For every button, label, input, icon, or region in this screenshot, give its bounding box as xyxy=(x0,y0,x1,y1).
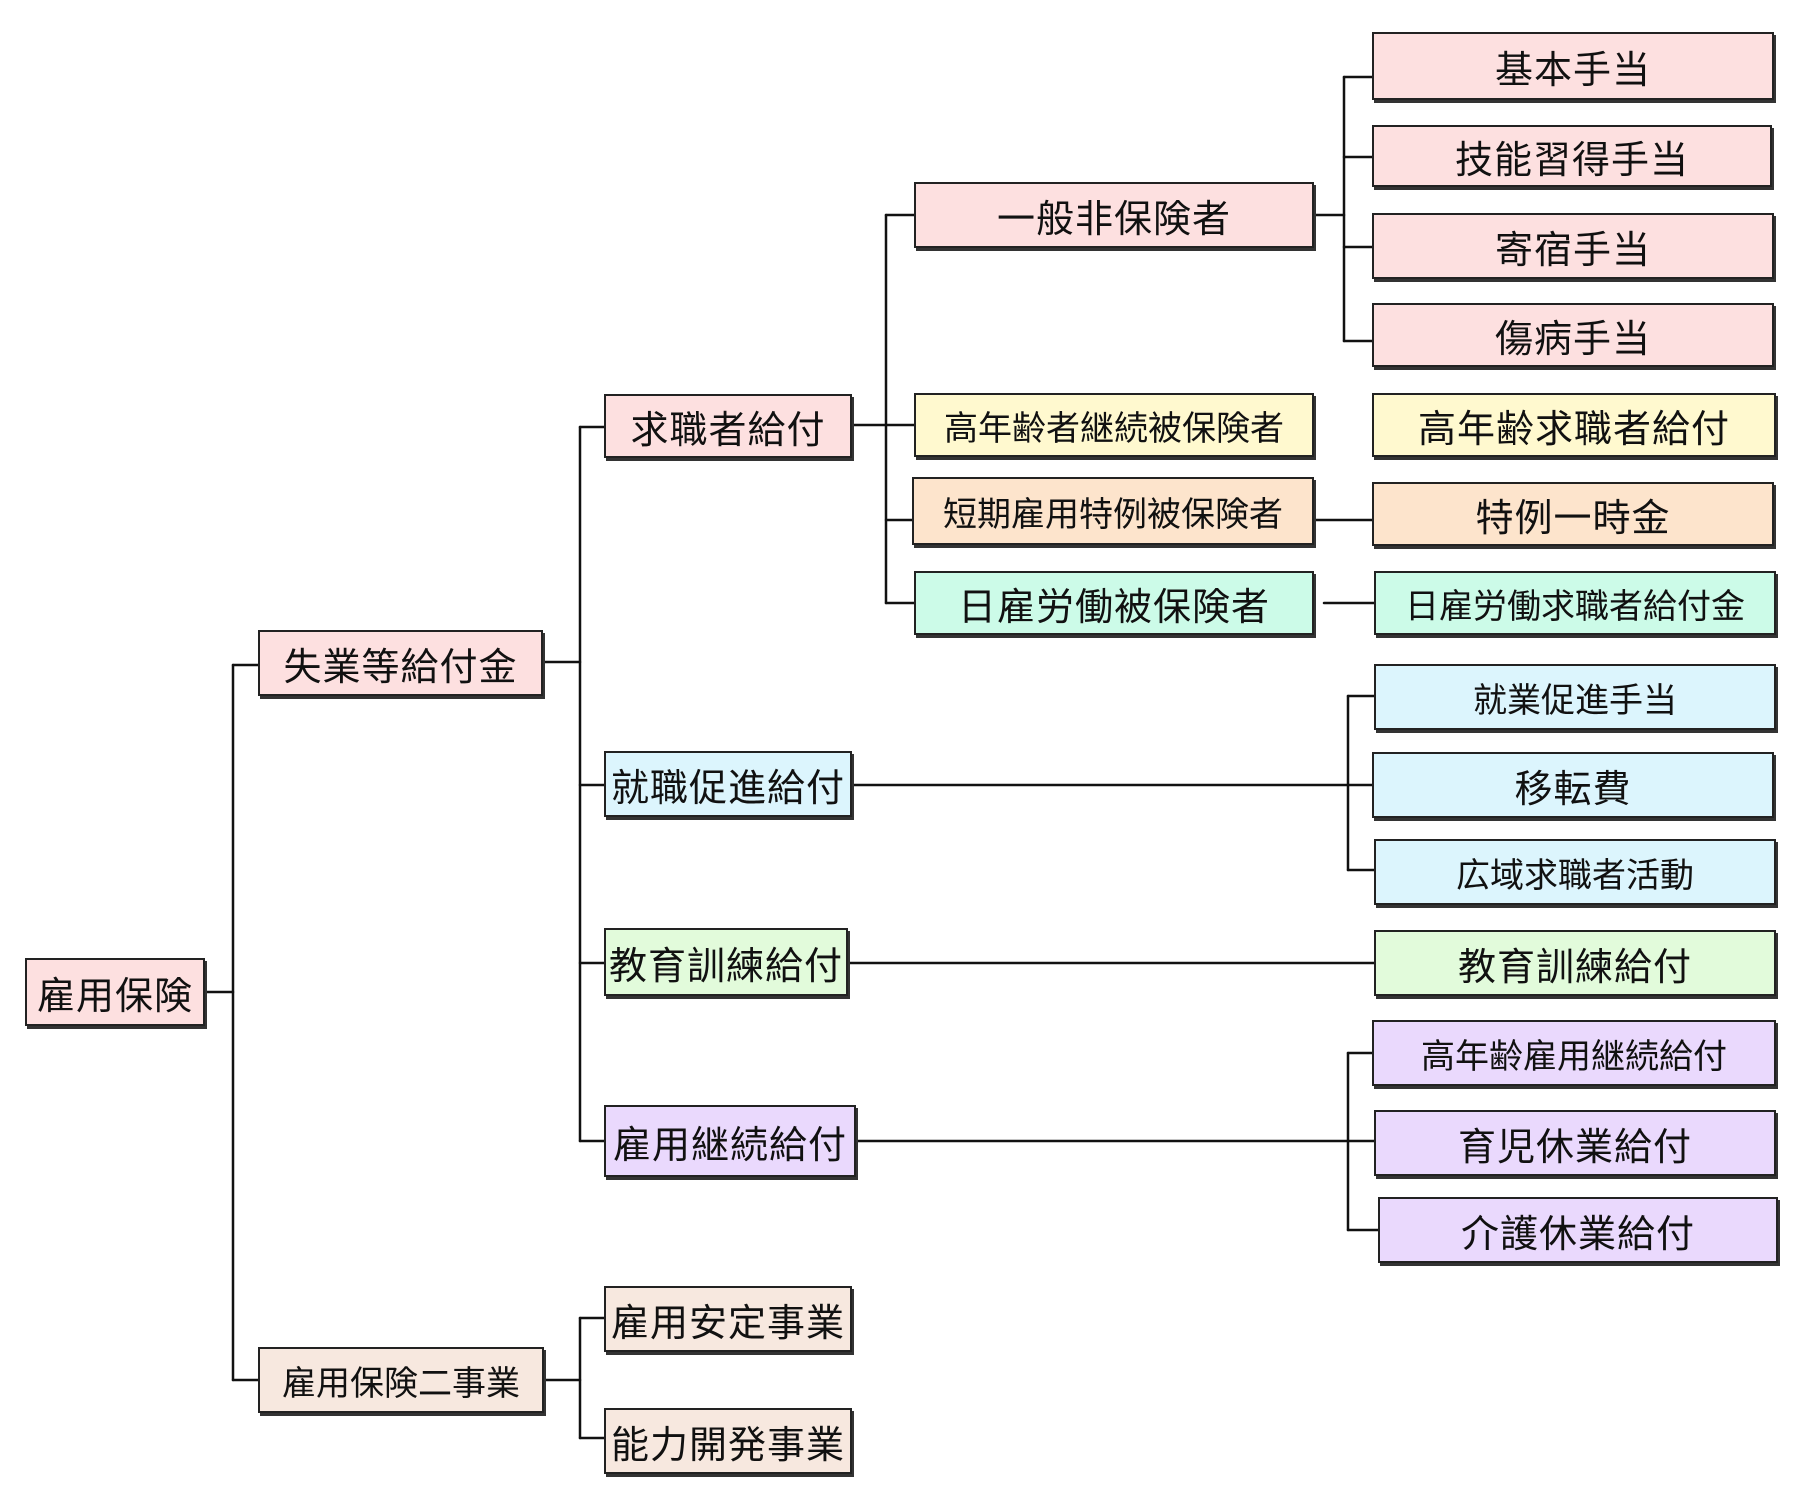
node-day-laborer-insured: 日雇労働被保険者 xyxy=(914,571,1314,635)
node-capability-development: 能力開発事業 xyxy=(604,1408,852,1474)
node-elderly-insured: 高年齢者継続被保険者 xyxy=(914,393,1314,457)
node-childcare-leave-benefit: 育児休業給付 xyxy=(1374,1110,1776,1176)
node-unemployment-benefits: 失業等給付金 xyxy=(258,630,543,696)
node-elderly-benefit: 高年齢求職者給付 xyxy=(1372,393,1776,457)
node-relocation-expenses: 移転費 xyxy=(1372,752,1774,818)
node-sickness-allowance: 傷病手当 xyxy=(1372,303,1774,367)
node-general-insured: 一般非保険者 xyxy=(914,182,1314,248)
node-employment-continuation: 雇用継続給付 xyxy=(604,1105,856,1177)
node-skill-allowance: 技能習得手当 xyxy=(1372,125,1772,187)
node-short-term-insured: 短期雇用特例被保険者 xyxy=(912,477,1314,545)
node-employment-stabilization: 雇用安定事業 xyxy=(604,1286,852,1352)
node-education-training: 教育訓練給付 xyxy=(604,928,848,996)
node-employment-promotion-allowance: 就業促進手当 xyxy=(1374,664,1776,730)
node-education-training-benefit: 教育訓練給付 xyxy=(1374,930,1776,996)
node-special-lump-sum: 特例一時金 xyxy=(1372,482,1774,546)
node-day-laborer-benefit: 日雇労働求職者給付金 xyxy=(1374,571,1776,635)
node-basic-allowance: 基本手当 xyxy=(1372,32,1774,100)
node-wide-area-job-search: 広域求職者活動 xyxy=(1374,839,1776,905)
node-two-programs: 雇用保険二事業 xyxy=(258,1347,544,1413)
node-root: 雇用保険 xyxy=(25,958,205,1026)
node-reemployment-promotion: 就職促進給付 xyxy=(604,751,852,817)
node-job-seeker-benefits: 求職者給付 xyxy=(604,394,852,458)
node-family-care-leave-benefit: 介護休業給付 xyxy=(1378,1197,1778,1263)
node-elderly-continuation-benefit: 高年齢雇用継続給付 xyxy=(1372,1020,1776,1086)
node-boarding-allowance: 寄宿手当 xyxy=(1372,213,1774,279)
